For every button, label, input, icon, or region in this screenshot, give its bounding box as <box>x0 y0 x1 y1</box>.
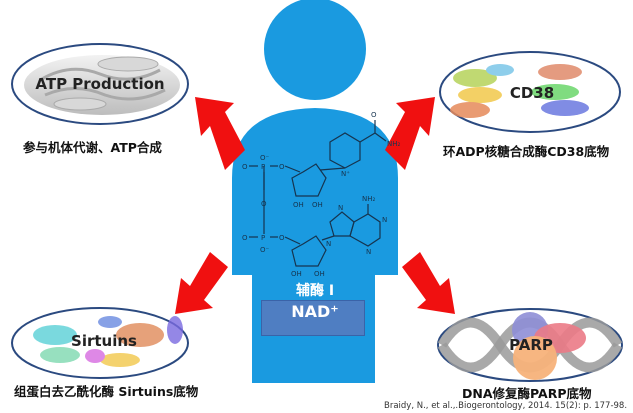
svg-text:N: N <box>338 204 343 212</box>
atp-caption: 参与机体代谢、ATP合成 <box>23 140 162 155</box>
cd38-caption: 环ADP核糖合成酶CD38底物 <box>443 144 610 159</box>
dna-helix-icon <box>437 312 623 380</box>
sirtuins-caption: 组蛋白去乙酰化酶 Sirtuins底物 <box>14 384 199 399</box>
parp-caption: DNA修复酶PARP底物 <box>462 386 592 401</box>
nad-molecule-labels: O⁻ O P O O O P O O⁻ OH OH OH OH N⁺ O NH₂… <box>242 111 401 278</box>
protein-structure-icon <box>33 316 183 367</box>
svg-text:OH: OH <box>314 270 325 278</box>
parp-label: PARP <box>509 336 553 354</box>
cd38-label: CD38 <box>510 84 554 102</box>
svg-text:NH₂: NH₂ <box>362 195 376 203</box>
svg-text:NH₂: NH₂ <box>387 140 401 148</box>
svg-text:O: O <box>371 111 377 119</box>
nad-box <box>261 300 365 336</box>
svg-text:OH: OH <box>312 201 323 209</box>
svg-text:O: O <box>242 163 248 171</box>
arrow-up-right <box>385 97 435 170</box>
svg-text:N: N <box>366 248 371 256</box>
atp-label: ATP Production <box>35 75 164 93</box>
svg-text:O: O <box>279 163 285 171</box>
svg-text:O: O <box>279 234 285 242</box>
sirtuins-ellipse <box>11 307 189 379</box>
person-body <box>232 108 398 383</box>
nad-label: NAD⁺ <box>291 302 339 321</box>
nad-molecule-structure <box>249 120 387 267</box>
svg-text:P: P <box>261 163 265 171</box>
citation: Braidy, N., et al.,.Biogerontology, 2014… <box>384 401 628 411</box>
sirtuins-label: Sirtuins <box>71 332 137 350</box>
svg-text:O: O <box>242 234 248 242</box>
svg-text:O: O <box>261 200 267 208</box>
coenzyme-label: 辅酶 I <box>295 283 335 299</box>
protein-structure-icon <box>450 64 589 118</box>
mitochondrion-icon <box>24 55 180 115</box>
svg-text:OH: OH <box>291 270 302 278</box>
svg-text:O⁻: O⁻ <box>260 246 270 254</box>
arrow-up-left <box>195 97 245 170</box>
person-head <box>264 0 366 100</box>
svg-text:N⁺: N⁺ <box>341 170 350 178</box>
arrow-down-left <box>175 252 228 314</box>
svg-text:N: N <box>326 240 331 248</box>
svg-text:N: N <box>382 216 387 224</box>
svg-text:OH: OH <box>293 201 304 209</box>
svg-text:O⁻: O⁻ <box>260 154 270 162</box>
svg-text:P: P <box>261 234 265 242</box>
parp-ellipse <box>437 308 623 382</box>
atp-ellipse <box>11 43 189 125</box>
arrow-down-right <box>402 252 455 314</box>
cd38-ellipse <box>439 51 621 133</box>
